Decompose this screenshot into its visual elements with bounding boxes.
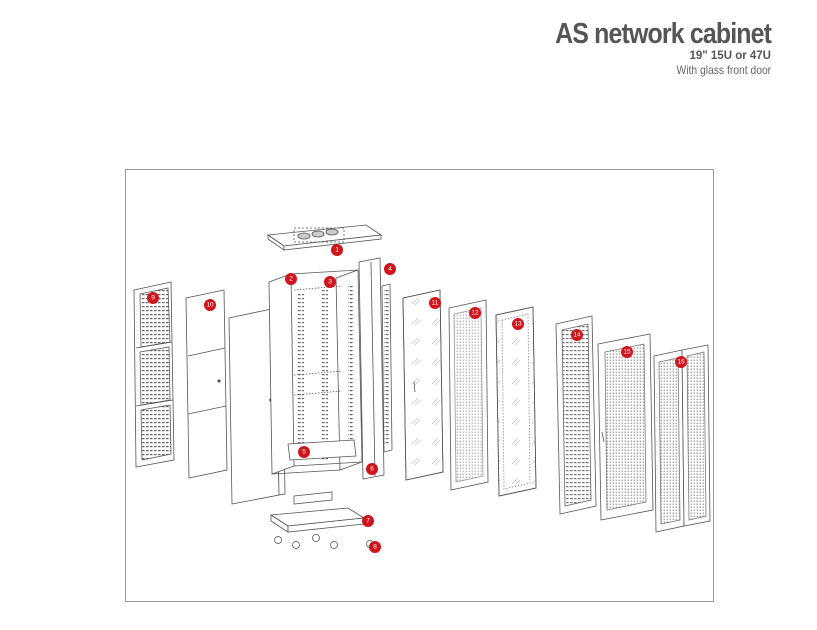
mesh-door-frame — [448, 299, 489, 491]
svg-text:9: 9 — [151, 295, 155, 302]
page-subtitle: 19" 15U or 47U — [689, 50, 771, 62]
svg-text:12: 12 — [471, 310, 479, 317]
page-title: AS network cabinet — [555, 18, 772, 50]
svg-text:1: 1 — [335, 247, 339, 254]
callout-5: 5 — [298, 446, 310, 458]
perforated-door-narrow — [555, 315, 597, 515]
callout-1: 1 — [331, 244, 343, 256]
top-cover — [266, 224, 383, 251]
side-panel-perforated — [133, 281, 175, 468]
base-plinth — [269, 491, 366, 533]
svg-text:4: 4 — [388, 266, 392, 273]
callout-7: 7 — [362, 515, 374, 527]
svg-text:14: 14 — [573, 332, 581, 339]
svg-text:2: 2 — [289, 276, 293, 283]
svg-text:10: 10 — [206, 302, 214, 309]
casters — [274, 534, 374, 549]
svg-text:3: 3 — [328, 279, 332, 286]
callout-4: 4 — [384, 263, 396, 275]
double-perforated-doors — [653, 344, 711, 533]
cabinet-frame — [268, 269, 363, 475]
callout-11: 11 — [429, 297, 441, 309]
callout-9: 9 — [147, 292, 159, 304]
callout-8: 8 — [369, 541, 381, 553]
side-panel-solid — [185, 289, 228, 479]
header: AS network cabinet 19" 15U or 47U With g… — [520, 18, 772, 77]
svg-text:6: 6 — [370, 466, 374, 473]
callout-2: 2 — [285, 273, 297, 285]
callout-6: 6 — [366, 463, 378, 475]
glass-front-door — [402, 289, 444, 481]
svg-text:15: 15 — [623, 349, 631, 356]
svg-text:13: 13 — [514, 321, 522, 328]
page-caption: With glass front door — [676, 63, 771, 77]
svg-text:8: 8 — [373, 544, 377, 551]
svg-text:5: 5 — [302, 449, 306, 456]
callout-15: 15 — [621, 346, 633, 358]
callout-16: 16 — [675, 356, 687, 368]
callout-10: 10 — [204, 299, 216, 311]
callout-3: 3 — [324, 276, 336, 288]
exploded-diagram: 1 2 3 4 5 6 7 8 9 10 11 12 13 14 15 16 — [133, 224, 711, 553]
svg-text:16: 16 — [677, 359, 685, 366]
perforated-door-wide — [597, 333, 654, 521]
cable-rail — [381, 283, 393, 453]
callout-14: 14 — [571, 329, 583, 341]
callout-13: 13 — [512, 318, 524, 330]
svg-text:11: 11 — [432, 300, 439, 307]
exploded-view-frame: 1 2 3 4 5 6 7 8 9 10 11 12 13 14 15 16 — [125, 169, 714, 602]
svg-text:7: 7 — [366, 518, 370, 525]
glass-door — [495, 306, 537, 497]
rear-side-plate — [358, 257, 385, 480]
callout-12: 12 — [469, 307, 481, 319]
